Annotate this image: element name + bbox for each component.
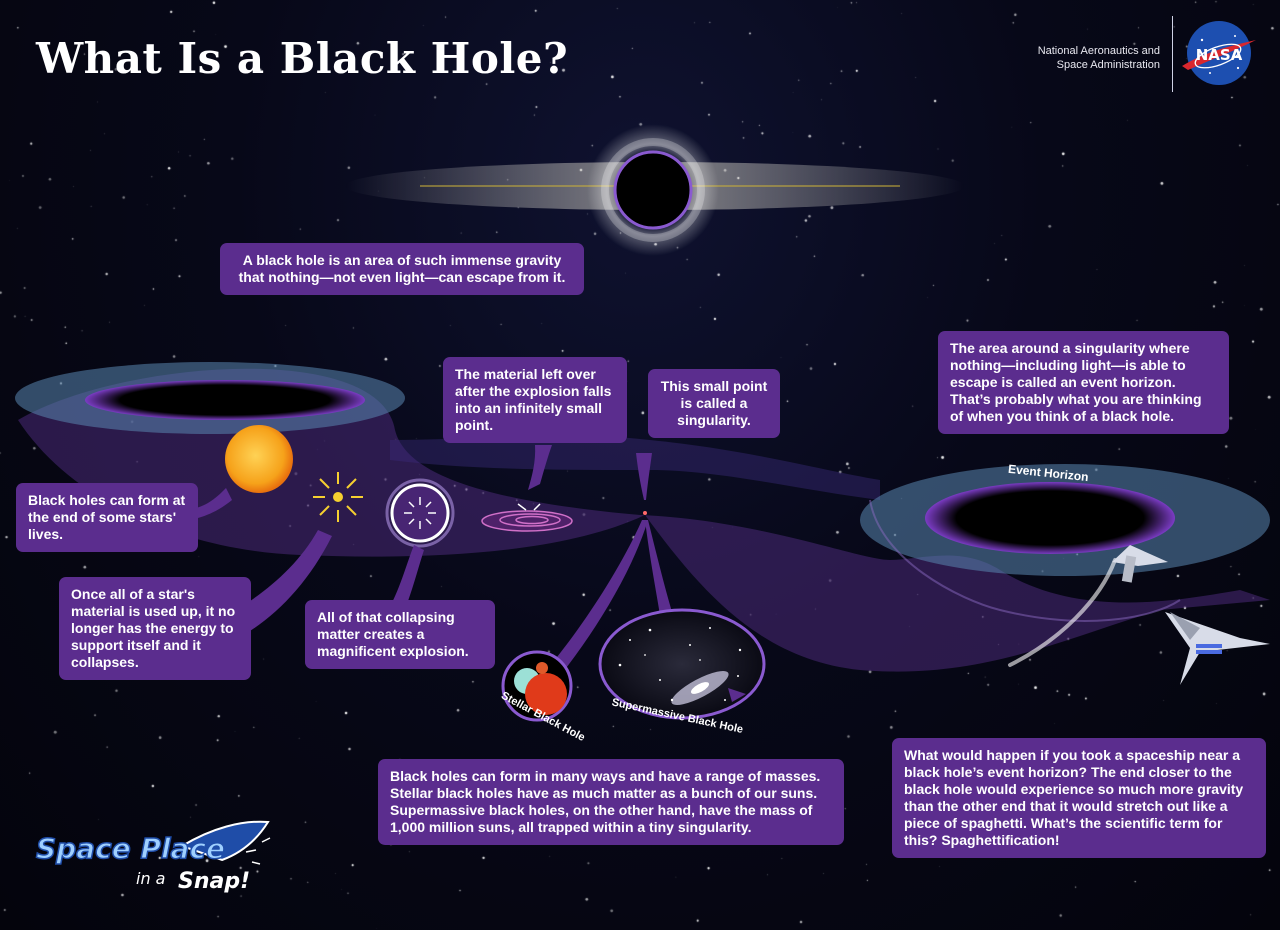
explosion-icon [385,478,455,548]
infalling-material-icon [481,503,573,532]
masses-callout: Black holes can form in many ways and ha… [378,759,844,845]
spaghettification-callout: What would happen if you took a spaceshi… [892,738,1266,858]
collapsing-star-icon [313,472,363,522]
supermassive-black-hole-icon [598,608,766,720]
material-callout: The material left over after the explosi… [443,357,627,443]
agency-name-line1: National Aeronautics and [1037,45,1160,57]
agency-name: National Aeronautics and Space Administr… [1000,44,1160,72]
singularity-callout: This small point is called a singularity… [648,369,780,438]
space-place-logo-line2: in a [136,869,165,888]
space-place-logo: Space Place in a Snap! [35,820,271,894]
nasa-logo-text: NASA [1196,46,1243,64]
spaceship-trajectory [1008,558,1117,667]
definition-callout: A black hole is an area of such immense … [220,243,584,295]
singularity-point [643,511,647,515]
spacetime-fabric [15,362,1270,672]
event-horizon-callout: The area around a singularity where noth… [938,331,1229,434]
sun-icon [225,425,293,493]
space-place-logo-line3: Snap! [178,869,250,894]
spaceship-icon [1165,612,1270,685]
form-end-callout: Black holes can form at the end of some … [16,483,198,552]
space-place-logo-line1: Space Place [36,832,225,865]
explosion-callout: All of that collapsing matter creates a … [305,600,495,669]
header-divider [1172,16,1173,92]
nasa-logo: NASA [1182,21,1256,85]
top-black-hole [345,124,965,256]
page-title: What Is a Black Hole? [36,34,569,83]
agency-name-line2: Space Administration [1056,59,1160,71]
stellar-black-hole-icon [501,650,573,722]
stretched-spaceship-icon [1112,545,1168,583]
collapse-callout: Once all of a star's material is used up… [59,577,251,680]
